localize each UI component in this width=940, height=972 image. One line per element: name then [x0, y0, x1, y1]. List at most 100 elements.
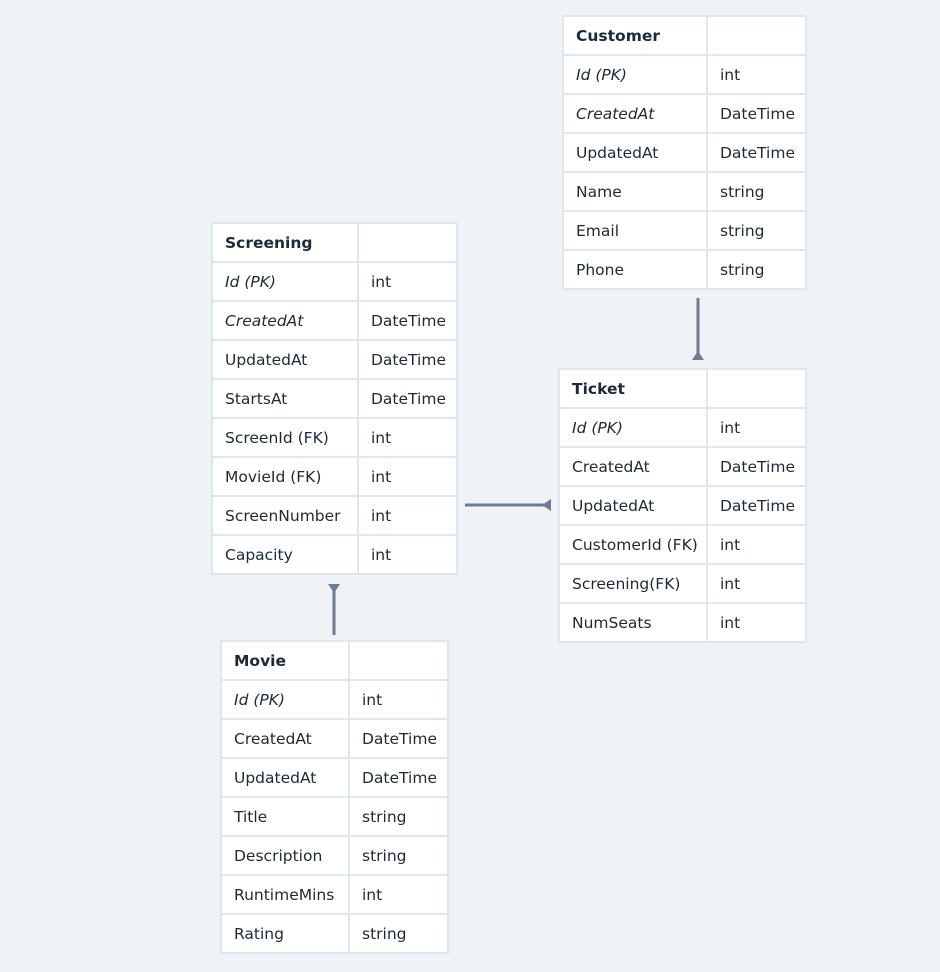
field-name: MovieId (FK) — [213, 458, 359, 497]
field-row[interactable]: Screening(FK)int — [560, 565, 807, 604]
field-type: DateTime — [708, 134, 807, 173]
entity-header-blank — [359, 224, 458, 263]
field-type: int — [359, 263, 458, 302]
entity-header-blank — [708, 17, 807, 56]
field-name: UpdatedAt — [213, 341, 359, 380]
field-name: ScreenNumber — [213, 497, 359, 536]
field-type: int — [708, 565, 807, 604]
field-type: DateTime — [359, 302, 458, 341]
field-name: Screening(FK) — [560, 565, 708, 604]
field-type: string — [350, 837, 449, 876]
field-type: DateTime — [350, 720, 449, 759]
field-name: CreatedAt — [213, 302, 359, 341]
entity-header-blank — [708, 370, 807, 409]
field-name: CreatedAt — [560, 448, 708, 487]
field-name: Rating — [222, 915, 350, 954]
field-name: CustomerId (FK) — [560, 526, 708, 565]
field-row[interactable]: Id (PK)int — [560, 409, 807, 448]
entity-title: Screening — [213, 224, 359, 263]
field-row[interactable]: Id (PK)int — [564, 56, 807, 95]
entity-title: Customer — [564, 17, 708, 56]
field-type: DateTime — [350, 759, 449, 798]
connector-movie-screening[interactable] — [328, 584, 340, 635]
field-type: int — [359, 458, 458, 497]
entity-header-row: Ticket — [560, 370, 807, 409]
field-type: DateTime — [708, 487, 807, 526]
field-type: int — [708, 409, 807, 448]
entity-header-row: Customer — [564, 17, 807, 56]
field-type: int — [708, 604, 807, 643]
entity-header-row: Screening — [213, 224, 458, 263]
field-name: RuntimeMins — [222, 876, 350, 915]
field-type: string — [708, 212, 807, 251]
entity-title: Movie — [222, 642, 350, 681]
field-name: Phone — [564, 251, 708, 290]
field-name: Email — [564, 212, 708, 251]
field-type: string — [708, 173, 807, 212]
field-type: string — [350, 798, 449, 837]
field-row[interactable]: CustomerId (FK)int — [560, 526, 807, 565]
field-row[interactable]: ScreenId (FK)int — [213, 419, 458, 458]
field-type: int — [359, 536, 458, 575]
field-type: DateTime — [708, 448, 807, 487]
field-type: DateTime — [359, 380, 458, 419]
connector-customer-ticket[interactable] — [692, 298, 704, 360]
arrowhead-icon — [328, 584, 340, 593]
field-name: ScreenId (FK) — [213, 419, 359, 458]
field-type: int — [350, 681, 449, 720]
field-type: int — [350, 876, 449, 915]
field-type: string — [350, 915, 449, 954]
field-name: CreatedAt — [564, 95, 708, 134]
field-name: Id (PK) — [213, 263, 359, 302]
field-row[interactable]: Id (PK)int — [222, 681, 449, 720]
field-row[interactable]: MovieId (FK)int — [213, 458, 458, 497]
field-row[interactable]: Id (PK)int — [213, 263, 458, 302]
field-type: int — [359, 419, 458, 458]
field-name: Name — [564, 173, 708, 212]
field-name: Description — [222, 837, 350, 876]
field-name: Id (PK) — [222, 681, 350, 720]
field-name: NumSeats — [560, 604, 708, 643]
field-type: DateTime — [708, 95, 807, 134]
entity-header-blank — [350, 642, 449, 681]
field-name: UpdatedAt — [564, 134, 708, 173]
field-type: int — [359, 497, 458, 536]
field-name: Capacity — [213, 536, 359, 575]
entity-header-row: Movie — [222, 642, 449, 681]
field-name: UpdatedAt — [222, 759, 350, 798]
field-name: Id (PK) — [560, 409, 708, 448]
field-name: UpdatedAt — [560, 487, 708, 526]
field-type: DateTime — [359, 341, 458, 380]
arrowhead-icon — [692, 351, 704, 360]
connector-screening-ticket[interactable] — [465, 499, 551, 511]
entity-title: Ticket — [560, 370, 708, 409]
field-name: Title — [222, 798, 350, 837]
field-name: CreatedAt — [222, 720, 350, 759]
arrowhead-icon — [542, 499, 551, 511]
field-type: int — [708, 526, 807, 565]
